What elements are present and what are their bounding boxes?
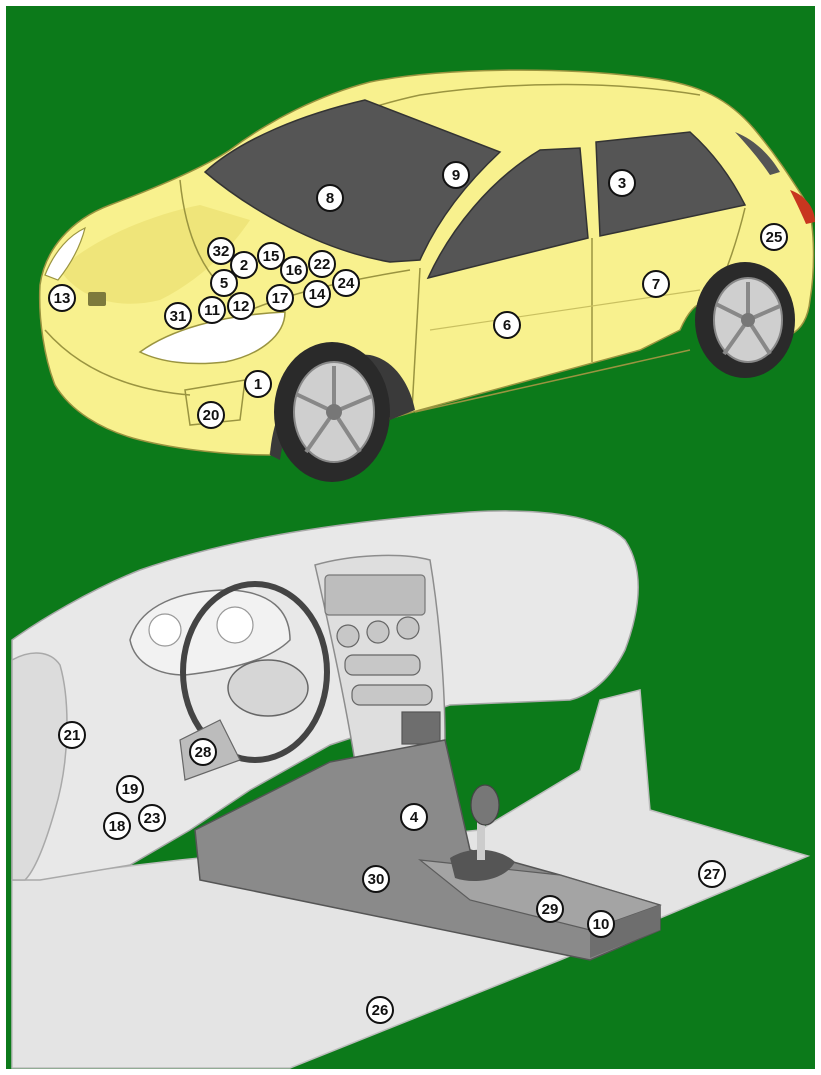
callout-number: 13 (54, 290, 71, 307)
callout-1: 1 (245, 371, 271, 397)
callout-number: 18 (109, 818, 126, 835)
callout-number: 6 (503, 317, 511, 334)
callout-number: 1 (254, 376, 262, 393)
control-knob-right (397, 617, 419, 639)
callout-number: 24 (338, 275, 355, 292)
callout-5: 5 (211, 270, 237, 296)
callout-30: 30 (363, 866, 389, 892)
storage-pocket (402, 712, 440, 744)
callout-number: 32 (213, 243, 230, 260)
callout-19: 19 (117, 776, 143, 802)
callout-24: 24 (333, 270, 359, 296)
callout-number: 21 (64, 727, 81, 744)
callout-number: 27 (704, 866, 721, 883)
callout-number: 2 (240, 257, 248, 274)
control-knob-middle (367, 621, 389, 643)
callout-32: 32 (208, 238, 234, 264)
air-vent-center (325, 575, 425, 615)
callout-18: 18 (104, 813, 130, 839)
callout-23: 23 (139, 805, 165, 831)
front-hub (326, 404, 342, 420)
grille-badge (88, 292, 106, 306)
callout-8: 8 (317, 185, 343, 211)
radio-slot-upper (345, 655, 420, 675)
callout-number: 10 (593, 916, 610, 933)
callout-number: 20 (203, 407, 220, 424)
callout-15: 15 (258, 243, 284, 269)
callout-10: 10 (588, 911, 614, 937)
callout-2: 2 (231, 252, 257, 278)
callout-number: 12 (233, 298, 250, 315)
gauge-left (149, 614, 181, 646)
callout-17: 17 (267, 285, 293, 311)
callout-number: 9 (452, 167, 460, 184)
callout-number: 28 (195, 744, 212, 761)
callout-number: 14 (309, 286, 326, 303)
callout-16: 16 (281, 257, 307, 283)
callout-4: 4 (401, 804, 427, 830)
callout-25: 25 (761, 224, 787, 250)
rear-hub (741, 313, 755, 327)
callout-26: 26 (367, 997, 393, 1023)
callout-number: 30 (368, 871, 385, 888)
steering-wheel-hub (228, 660, 308, 716)
callout-number: 31 (170, 308, 187, 325)
callout-31: 31 (165, 303, 191, 329)
callout-number: 15 (263, 248, 280, 265)
callout-number: 29 (542, 901, 559, 918)
callout-number: 8 (326, 190, 334, 207)
callout-14: 14 (304, 281, 330, 307)
callout-number: 5 (220, 275, 228, 292)
callout-number: 25 (766, 229, 783, 246)
control-knob-left (337, 625, 359, 647)
callout-11: 11 (199, 297, 225, 323)
callout-20: 20 (198, 402, 224, 428)
callout-number: 11 (204, 302, 220, 319)
callout-3: 3 (609, 170, 635, 196)
callout-number: 26 (372, 1002, 389, 1019)
callout-number: 7 (652, 276, 660, 293)
callout-21: 21 (59, 722, 85, 748)
callout-28: 28 (190, 739, 216, 765)
callout-22: 22 (309, 251, 335, 277)
callout-number: 17 (272, 290, 289, 307)
callout-number: 16 (286, 262, 303, 279)
callout-number: 23 (144, 810, 161, 827)
callout-7: 7 (643, 271, 669, 297)
callout-number: 19 (122, 781, 139, 798)
radio-slot-lower (352, 685, 432, 705)
callout-number: 4 (410, 809, 419, 826)
callout-29: 29 (537, 896, 563, 922)
callout-13: 13 (49, 285, 75, 311)
callout-27: 27 (699, 861, 725, 887)
gear-knob (471, 785, 499, 825)
callout-6: 6 (494, 312, 520, 338)
callout-12: 12 (228, 293, 254, 319)
callout-number: 22 (314, 256, 331, 273)
callout-9: 9 (443, 162, 469, 188)
gauge-right (217, 607, 253, 643)
callout-number: 3 (618, 175, 626, 192)
